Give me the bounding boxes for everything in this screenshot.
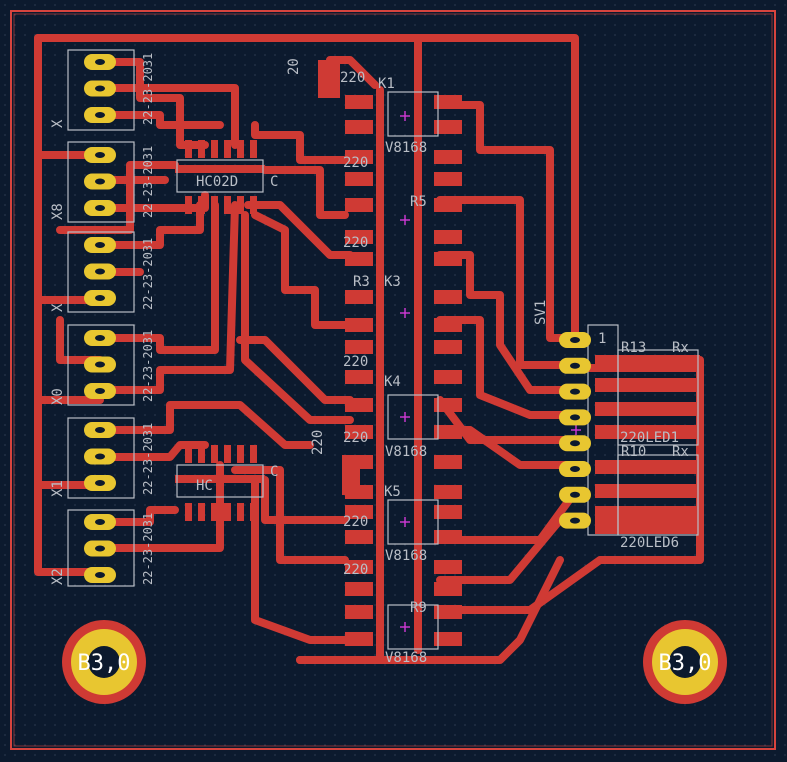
header-pin-pad bbox=[84, 448, 116, 465]
silk-label: 220LED6 bbox=[620, 535, 679, 551]
sv1-pin-pad bbox=[559, 357, 591, 374]
silk-label: R5 bbox=[410, 194, 427, 210]
mounting-hole-left: B3,0 bbox=[62, 620, 146, 704]
silk-label: K3 bbox=[384, 274, 401, 290]
silk-label: 220 bbox=[343, 562, 368, 578]
silk-label: V8168 bbox=[385, 444, 427, 460]
header-pin-pad bbox=[84, 80, 116, 97]
silk-label: 220 bbox=[343, 155, 368, 171]
silk-label: V8168 bbox=[385, 140, 427, 156]
silk-label: R10 bbox=[621, 444, 646, 460]
sv1-pin-pad bbox=[559, 409, 591, 426]
silk-label: K1 bbox=[378, 76, 395, 92]
header-pin-pad bbox=[84, 54, 116, 70]
sv1-pin-pad bbox=[559, 512, 591, 529]
header-pin-pad bbox=[84, 422, 116, 438]
smd-pads-middle bbox=[318, 60, 462, 646]
ic-suffix: C bbox=[270, 464, 278, 480]
header-value: 22-23-2031 bbox=[141, 53, 155, 125]
ic-label: HC02D bbox=[196, 174, 238, 190]
mounting-hole-label: B3,0 bbox=[78, 651, 131, 676]
left-header-pads bbox=[84, 54, 116, 583]
header-pin-pad bbox=[84, 540, 116, 557]
header-value: 22-23-2031 bbox=[141, 423, 155, 495]
header-ref: X1 bbox=[50, 480, 66, 497]
header-ref: X bbox=[50, 119, 66, 128]
silk-label: K5 bbox=[384, 484, 401, 500]
header-pin-pad bbox=[84, 200, 116, 216]
sv1-pin-pad bbox=[559, 332, 591, 348]
silk-label: 220 bbox=[343, 514, 368, 530]
silkscreen-text: HC02D C HC C 220 K1 220 V8168 R5 220 R3 … bbox=[50, 53, 689, 666]
silk-label: R13 bbox=[621, 340, 646, 356]
sv1-pin-pad bbox=[559, 383, 591, 400]
header-pin-pad bbox=[84, 107, 116, 123]
silk-label: R3 bbox=[353, 274, 370, 290]
mounting-hole-label: B3,0 bbox=[659, 651, 712, 676]
silk-label: 220LED1 bbox=[620, 430, 679, 446]
sv1-pin-pad bbox=[559, 435, 591, 452]
mounting-hole-right: B3,0 bbox=[643, 620, 727, 704]
silk-label: 220 bbox=[343, 354, 368, 370]
via-marks bbox=[400, 111, 581, 632]
silk-label: V8168 bbox=[385, 650, 427, 666]
board-outline bbox=[10, 10, 776, 750]
sv1-pin1-label: 1 bbox=[598, 331, 606, 347]
header-pin-pad bbox=[84, 147, 116, 163]
silk-label: R9 bbox=[410, 600, 427, 616]
header-ref: X8 bbox=[50, 203, 66, 220]
header-value: 22-23-2031 bbox=[141, 513, 155, 585]
header-value: 22-23-2031 bbox=[141, 238, 155, 310]
header-ref: X2 bbox=[50, 568, 66, 585]
header-pin-pad bbox=[84, 475, 116, 491]
header-pin-pad bbox=[84, 290, 116, 306]
header-pin-pad bbox=[84, 173, 116, 190]
sv1-ref: SV1 bbox=[533, 300, 549, 325]
ic-label: HC bbox=[196, 478, 213, 494]
header-pin-pad bbox=[84, 237, 116, 253]
silk-label: V8168 bbox=[385, 548, 427, 564]
header-pin-pad bbox=[84, 383, 116, 399]
silk-label: Rx bbox=[672, 444, 689, 460]
header-pin-pad bbox=[84, 263, 116, 280]
sv1-pin-pad bbox=[559, 461, 591, 477]
header-value: 22-23-2031 bbox=[141, 330, 155, 402]
header-pin-pad bbox=[84, 330, 116, 346]
led-pads-right bbox=[595, 355, 700, 534]
header-pin-pad bbox=[84, 514, 116, 530]
ic-pads bbox=[175, 140, 265, 521]
ic-suffix: C bbox=[270, 174, 278, 190]
silk-label: 20 bbox=[286, 58, 302, 75]
header-ref: X bbox=[50, 303, 66, 312]
silkscreen-outlines bbox=[67, 49, 699, 650]
sv1-pin-pad bbox=[559, 486, 591, 503]
header-pin-pad bbox=[84, 356, 116, 373]
silk-label: K4 bbox=[384, 374, 401, 390]
board-outline-inner bbox=[13, 13, 773, 747]
silk-label: Rx bbox=[672, 340, 689, 356]
header-ref: X0 bbox=[50, 388, 66, 405]
silk-label: 220 bbox=[343, 235, 368, 251]
header-pin-pad bbox=[84, 567, 116, 583]
header-value: 22-23-2031 bbox=[141, 146, 155, 218]
silk-label: 220 bbox=[310, 430, 326, 455]
silk-label: 220 bbox=[340, 70, 365, 86]
silk-label: 220 bbox=[343, 430, 368, 446]
sv1-pads bbox=[559, 332, 591, 529]
